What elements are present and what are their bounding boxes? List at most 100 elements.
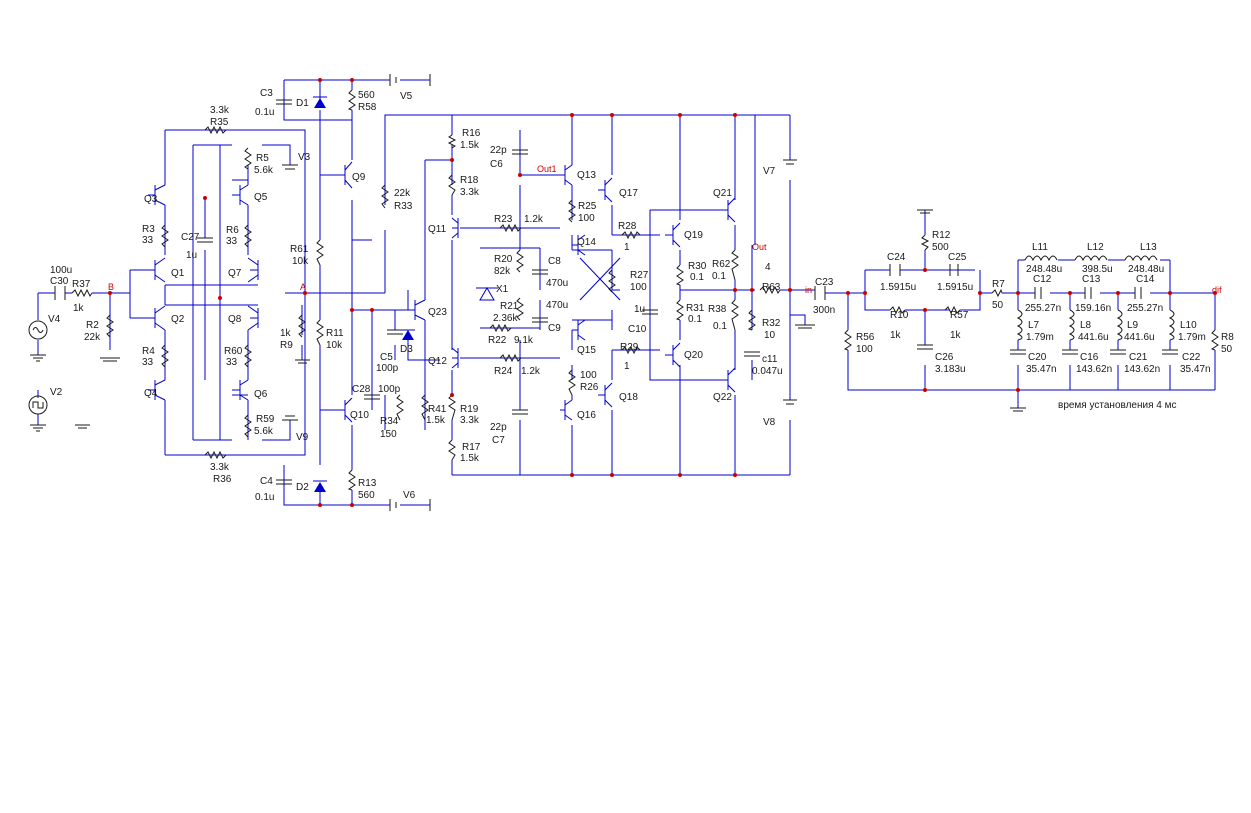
r17-name: R17 — [462, 442, 481, 453]
c28-name: C28 — [352, 384, 371, 395]
c30-name: C30 — [50, 276, 69, 287]
junction-dots — [108, 78, 1217, 507]
transistor-q17: Q17 — [619, 188, 638, 199]
l13-value: 248.48u — [1128, 264, 1164, 275]
c13-name: C13 — [1082, 274, 1101, 285]
r23-name: R23 — [494, 214, 513, 225]
r56-value: 100 — [856, 344, 873, 355]
transistor-q14: Q14 — [577, 237, 596, 248]
source-v7: V7 — [763, 166, 776, 177]
r7-name: R7 — [992, 279, 1005, 290]
c6-name: C6 — [490, 159, 503, 170]
r33-value: 22k — [394, 188, 411, 199]
r61-name: R61 — [290, 244, 309, 255]
transistor-q3: Q3 — [144, 194, 158, 205]
c23-name: C23 — [815, 277, 834, 288]
r3-value: 33 — [142, 235, 154, 246]
l10-name: L10 — [1180, 320, 1197, 331]
r18-name: R18 — [460, 175, 479, 186]
r22-value: 9.1k — [514, 335, 534, 346]
settling-time-note: время установления 4 мс — [1058, 400, 1177, 411]
transistor-q4: Q4 — [144, 388, 158, 399]
r4-name: R4 — [142, 346, 155, 357]
r25-value: 100 — [578, 213, 595, 224]
c3-name: C3 — [260, 88, 273, 99]
source-v4: V4 — [48, 314, 61, 325]
source-v8: V8 — [763, 417, 776, 428]
transistor-q6: Q6 — [254, 389, 268, 400]
transistor-q8: Q8 — [228, 314, 242, 325]
r17-value: 1.5k — [460, 453, 480, 464]
r62-name: R62 — [712, 259, 731, 270]
r13-name: R13 — [358, 478, 377, 489]
r32-value: 10 — [764, 330, 776, 341]
r34-name: R34 — [380, 416, 399, 427]
l8-value: 441.6u — [1078, 332, 1109, 343]
r25-name: R25 — [578, 201, 597, 212]
r28-name: R28 — [618, 221, 637, 232]
c6-value: 22p — [490, 145, 507, 156]
r61-value: 10k — [292, 256, 309, 267]
c4-value: 0.1u — [255, 492, 274, 503]
r63-name: R63 — [762, 282, 781, 293]
r20-name: R20 — [494, 254, 513, 265]
r38-value: 0.1 — [713, 321, 727, 332]
r8-name: R8 — [1221, 332, 1234, 343]
c4-name: C4 — [260, 476, 273, 487]
net-label-out1: Out1 — [537, 164, 557, 174]
r21-value: 2.36k — [493, 313, 518, 324]
r6-name: R6 — [226, 225, 239, 236]
r63-value: 4 — [765, 262, 771, 273]
transistor-q15: Q15 — [577, 345, 596, 356]
r12-name: R12 — [932, 230, 951, 241]
c10-name: C10 — [628, 324, 647, 335]
r18-value: 3.3k — [460, 187, 480, 198]
r5-value: 5.6k — [254, 165, 274, 176]
r60-value: 33 — [226, 357, 238, 368]
c16-value: 143.62n — [1076, 364, 1112, 375]
r41-value: 1.5k — [426, 415, 446, 426]
r10-name: R10 — [890, 310, 909, 321]
c12-name: C12 — [1033, 274, 1052, 285]
c20-name: C20 — [1028, 352, 1047, 363]
r31-name: R31 — [686, 303, 705, 314]
r37-value: 1k — [73, 303, 85, 314]
source-v3: V3 — [298, 152, 311, 163]
transistor-q18: Q18 — [619, 392, 638, 403]
r35-name: R35 — [210, 117, 229, 128]
c8-value: 470u — [546, 278, 568, 289]
r56-name: R56 — [856, 332, 875, 343]
r16-value: 1.5k — [460, 140, 480, 151]
r2-name: R2 — [86, 320, 99, 331]
c23-value: 300n — [813, 305, 835, 316]
diode-d2: D2 — [296, 482, 309, 493]
r16-name: R16 — [462, 128, 481, 139]
transistor-q10: Q10 — [350, 410, 369, 421]
r9-name: R9 — [280, 340, 293, 351]
c25-name: C25 — [948, 252, 967, 263]
source-v2: V2 — [50, 387, 63, 398]
net-label-out: Out — [752, 242, 767, 252]
l10-value: 1.79m — [1178, 332, 1206, 343]
r58-name: R58 — [358, 102, 377, 113]
transistor-q2: Q2 — [171, 314, 185, 325]
r37-name: R37 — [72, 279, 91, 290]
net-label-in: in — [805, 285, 812, 295]
net-label-dif: dif — [1212, 285, 1222, 295]
c21-value: 143.62n — [1124, 364, 1160, 375]
c12-value: 255.27n — [1025, 303, 1061, 314]
r27-value: 100 — [630, 282, 647, 293]
component-symbols — [28, 74, 1219, 511]
r5-name: R5 — [256, 153, 269, 164]
transistor-q11: Q11 — [428, 224, 447, 235]
r38-name: R38 — [708, 304, 727, 315]
c5-name: C5 — [380, 352, 393, 363]
c9-name: C9 — [548, 323, 561, 334]
r33-name: R33 — [394, 201, 413, 212]
diode-d1: D1 — [296, 98, 309, 109]
c26-name: C26 — [935, 352, 954, 363]
c30-value: 100u — [50, 265, 72, 276]
c26-value: 3.183u — [935, 364, 966, 375]
transistor-q16: Q16 — [577, 410, 596, 421]
